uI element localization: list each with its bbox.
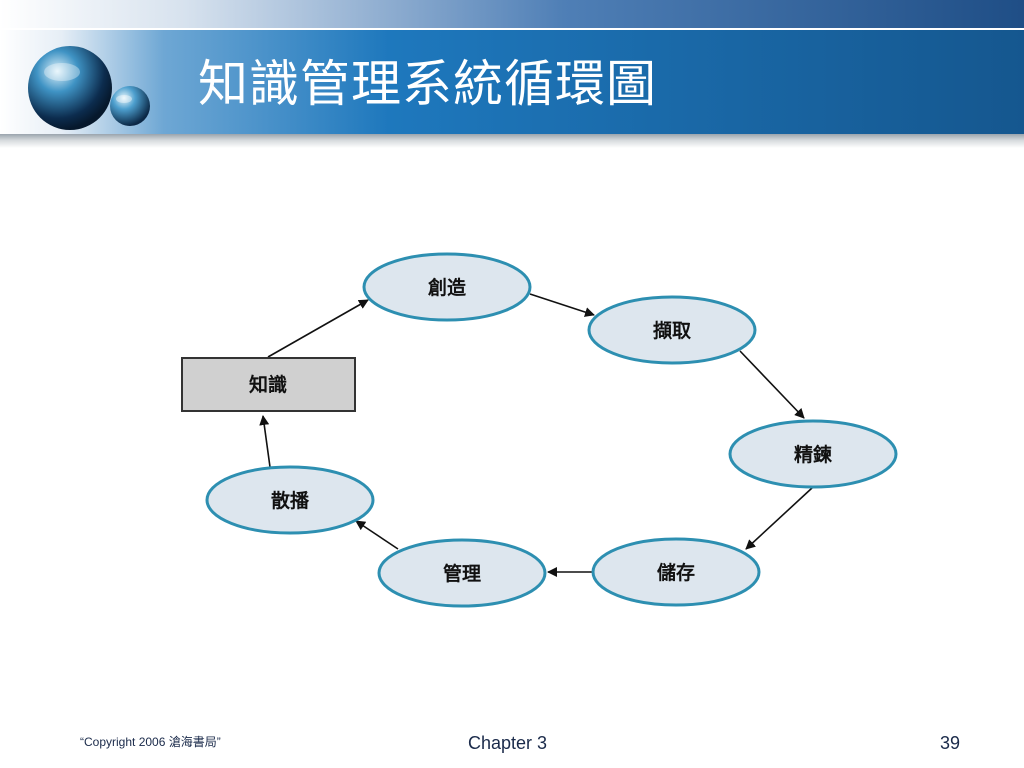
banner-shadow: [0, 134, 1024, 148]
node-create-label: 創造: [428, 276, 467, 299]
top-bar: [0, 0, 1024, 28]
copyright-text: “Copyright 2006 滄海書局”: [80, 735, 221, 749]
node-disseminate-label: 散播: [271, 489, 310, 512]
node-manage-label: 管理: [443, 562, 481, 585]
node-refine: 精鍊: [728, 419, 898, 489]
arrow-refine-to-store: [745, 487, 813, 550]
arrow-disseminate-to-knowledge: [259, 415, 271, 468]
node-store: 儲存: [591, 537, 761, 607]
node-capture-label: 擷取: [653, 319, 691, 342]
arrow-create-to-capture: [529, 293, 595, 317]
node-knowledge: 知識: [181, 357, 356, 412]
slide-title: 知識管理系統循環圖: [198, 55, 657, 113]
chapter-label: Chapter 3: [468, 733, 548, 753]
node-knowledge-label: 知識: [249, 373, 287, 396]
title-banner: [0, 30, 1024, 134]
arrow-knowledge-to-create: [267, 299, 369, 358]
node-manage: 管理: [377, 538, 547, 608]
node-store-label: 儲存: [657, 561, 695, 584]
arrow-capture-to-refine: [739, 350, 805, 419]
node-create: 創造: [362, 252, 532, 322]
page-number: 39: [940, 733, 961, 753]
node-refine-label: 精鍊: [794, 443, 833, 466]
node-capture: 擷取: [587, 295, 757, 365]
globe-logo-icon: [28, 46, 150, 130]
node-disseminate: 散播: [205, 465, 375, 535]
arrow-manage-to-disseminate: [355, 520, 399, 550]
